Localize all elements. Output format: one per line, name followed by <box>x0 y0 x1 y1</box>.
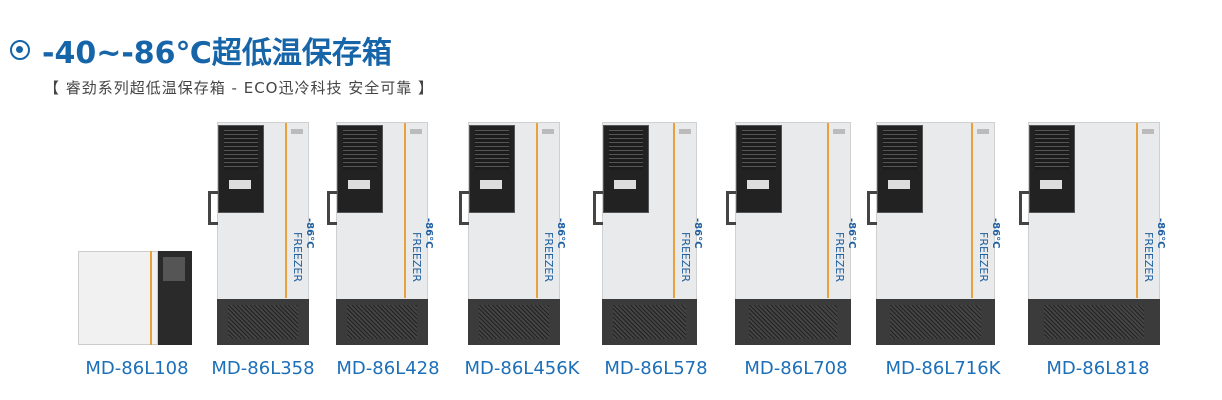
control-panel <box>1029 125 1075 213</box>
orange-stripe <box>971 123 973 298</box>
display-screen <box>480 180 502 189</box>
product-label[interactable]: MD-86L708 <box>744 358 848 379</box>
control-panel <box>603 125 649 213</box>
temp-text: -86°C <box>990 218 1001 249</box>
radio-bullet-icon <box>10 40 30 60</box>
product-label[interactable]: MD-86L358 <box>211 358 315 379</box>
brand-logo <box>977 129 989 134</box>
product-label[interactable]: MD-86L456K <box>464 358 580 379</box>
temp-text: -86°C <box>1155 218 1166 249</box>
chest-body <box>78 251 158 345</box>
brand-logo <box>291 129 303 134</box>
page-title: -40~-86℃超低温保存箱 <box>42 36 392 71</box>
display-screen <box>747 180 769 189</box>
product-label[interactable]: MD-86L818 <box>1046 358 1150 379</box>
door-handle <box>327 191 337 225</box>
base-grill <box>468 299 560 345</box>
control-panel <box>736 125 782 213</box>
temp-text: -86°C <box>555 218 566 249</box>
brand-logo <box>1142 129 1154 134</box>
orange-stripe <box>285 123 287 298</box>
brand-logo <box>679 129 691 134</box>
door-handle <box>726 191 736 225</box>
freezer-word: FREEZER <box>977 232 990 282</box>
orange-stripe <box>1136 123 1138 298</box>
page-subtitle: 【 睿劲系列超低温保存箱 - ECO迅冷科技 安全可靠 】 <box>44 79 435 97</box>
door-handle <box>867 191 877 225</box>
freezer-word: FREEZER <box>679 232 692 282</box>
freezer-word: FREEZER <box>1142 232 1155 282</box>
door-handle <box>1019 191 1029 225</box>
temp-text: -86°C <box>423 218 434 249</box>
vent-grill <box>1043 305 1145 339</box>
product-image-md-86l108[interactable] <box>78 251 192 345</box>
temp-text: -86°C <box>846 218 857 249</box>
vent-grill <box>890 305 981 339</box>
orange-stripe <box>404 123 406 298</box>
display-screen <box>888 180 910 189</box>
vent-grill <box>613 305 686 339</box>
product-label[interactable]: MD-86L578 <box>604 358 708 379</box>
door-handle <box>593 191 603 225</box>
base-grill <box>602 299 697 345</box>
base-grill <box>735 299 851 345</box>
freezer-word: FREEZER <box>410 232 423 282</box>
orange-stripe <box>827 123 829 298</box>
control-panel <box>218 125 264 213</box>
display-screen <box>1040 180 1062 189</box>
base-grill <box>336 299 428 345</box>
display-screen <box>348 180 370 189</box>
product-label[interactable]: MD-86L716K <box>885 358 1001 379</box>
brand-logo <box>410 129 422 134</box>
brand-logo <box>542 129 554 134</box>
product-label[interactable]: MD-86L108 <box>85 358 189 379</box>
display-screen <box>614 180 636 189</box>
vent-grill <box>479 305 549 339</box>
vent-grill <box>748 305 838 339</box>
control-panel <box>158 251 192 345</box>
control-panel <box>877 125 923 213</box>
brand-logo <box>833 129 845 134</box>
orange-stripe <box>673 123 675 298</box>
control-panel <box>337 125 383 213</box>
door-handle <box>208 191 218 225</box>
vent-grill <box>228 305 298 339</box>
temp-text: -86°C <box>304 218 315 249</box>
control-panel <box>469 125 515 213</box>
display-screen <box>229 180 251 189</box>
base-grill <box>876 299 995 345</box>
base-grill <box>217 299 309 345</box>
freezer-word: FREEZER <box>291 232 304 282</box>
orange-stripe <box>536 123 538 298</box>
vent-grill <box>347 305 417 339</box>
orange-stripe <box>150 251 152 345</box>
section-title: -40~-86℃超低温保存箱 <box>10 28 392 72</box>
temp-text: -86°C <box>692 218 703 249</box>
product-label[interactable]: MD-86L428 <box>336 358 440 379</box>
door-handle <box>459 191 469 225</box>
base-grill <box>1028 299 1160 345</box>
freezer-word: FREEZER <box>833 232 846 282</box>
freezer-word: FREEZER <box>542 232 555 282</box>
